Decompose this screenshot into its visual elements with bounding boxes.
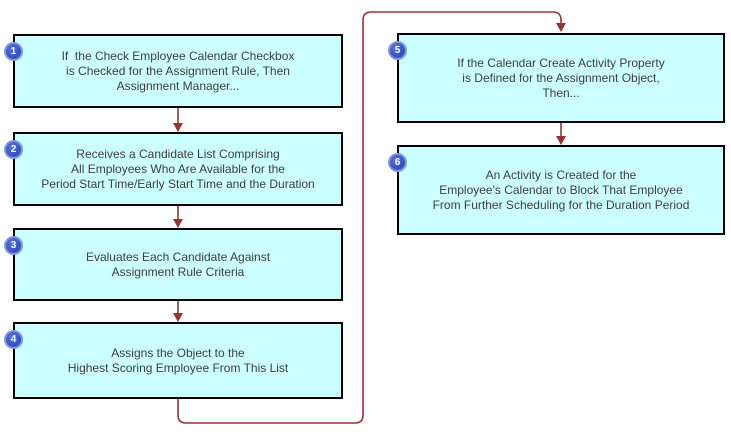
text-line: From Further Scheduling for the Duration… (432, 197, 690, 212)
arrowhead-step3 (173, 219, 183, 228)
text-line: is Checked for the Assignment Rule, Then (66, 63, 290, 78)
flow-step-6: 6 An Activity is Created for the Employe… (388, 145, 725, 235)
text-line: Then... (542, 85, 580, 100)
flow-step-1: 1 If the Check Employee Calendar Checkbo… (4, 34, 343, 108)
text-line: Evaluates Each Candidate Against (85, 249, 271, 264)
step-5-text: If the Calendar Create Activity Property… (399, 56, 723, 101)
flow-step-2: 2 Receives a Candidate List Comprising A… (4, 132, 343, 206)
text-line: is Defined for the Assignment Object, (462, 70, 660, 85)
flow-step-3: 3 Evaluates Each Candidate Against Assig… (4, 228, 343, 301)
step-6-text: An Activity is Created for the Employee'… (399, 168, 723, 213)
text-line: Highest Scoring Employee From This List (67, 360, 289, 375)
step-2-text: Receives a Candidate List Comprising All… (15, 147, 341, 192)
arrowhead-step4 (173, 313, 183, 322)
text-line: Assigns the Object to the (111, 345, 245, 360)
flow-step-5: 5 If the Calendar Create Activity Proper… (388, 33, 725, 123)
arrowhead-step6 (556, 136, 566, 145)
flow-step-4: 4 Assigns the Object to the Highest Scor… (4, 322, 343, 399)
text-line: Employee's Calendar to Block That Employ… (439, 182, 683, 197)
text-line: Assignment Manager... (116, 78, 240, 93)
step-3-number-badge: 3 (4, 236, 23, 255)
arrowhead-step5 (556, 23, 566, 32)
text-line: An Activity is Created for the (485, 167, 637, 182)
step-1-number-badge: 1 (4, 42, 23, 61)
step-3-text: Evaluates Each Candidate Against Assignm… (15, 250, 341, 280)
step-5-number-badge: 5 (388, 41, 407, 60)
step-2-number-badge: 2 (4, 140, 23, 159)
text-line: If the Check Employee Calendar Checkbox (61, 48, 295, 63)
text-line: Receives a Candidate List Comprising (76, 146, 280, 161)
text-line: If the Calendar Create Activity Property (457, 55, 665, 70)
step-6-number-badge: 6 (388, 153, 407, 172)
step-1-text: If the Check Employee Calendar Checkbox … (15, 49, 341, 94)
text-line: Assignment Rule Criteria (111, 264, 245, 279)
step-4-text: Assigns the Object to the Highest Scorin… (15, 346, 341, 376)
text-line: All Employees Who Are Available for the (71, 161, 285, 176)
arrowhead-step2 (173, 123, 183, 132)
step-4-number-badge: 4 (4, 330, 23, 349)
text-line: Period Start Time/Early Start Time and t… (41, 176, 315, 191)
